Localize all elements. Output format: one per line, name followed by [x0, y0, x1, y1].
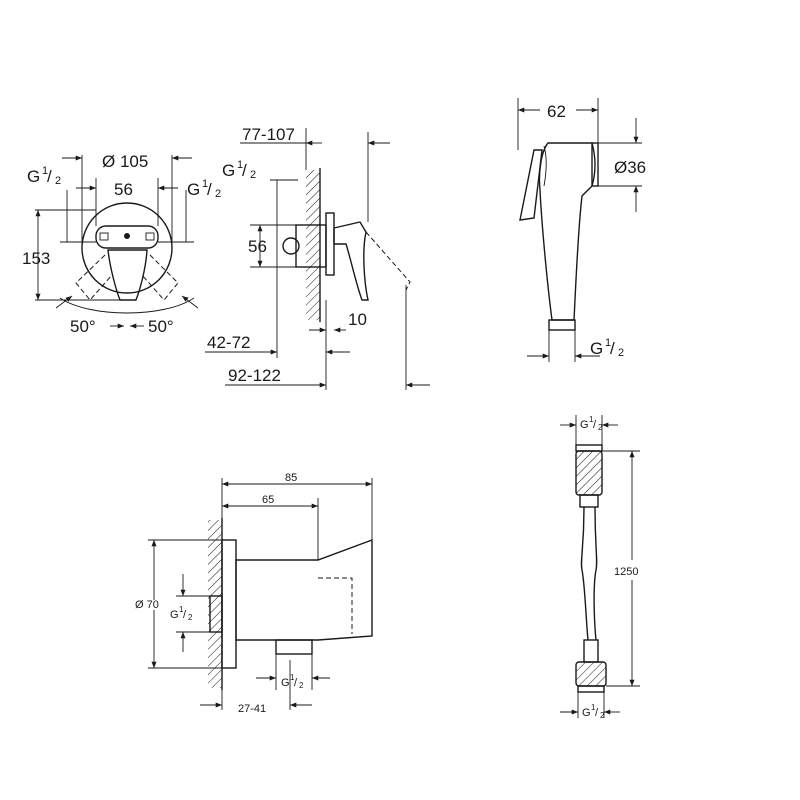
svg-text:/: /: [183, 609, 187, 621]
wall-hatch-outlet: [208, 520, 222, 688]
mixer-front-view: Ø 105 56 153 50° 50° G 1 / 2 G 1 / 2: [22, 152, 221, 336]
dim-depth-92-122: 92-122: [228, 366, 281, 385]
hose-bottom-sleeve: [583, 639, 599, 663]
indicator-cold-icon: [145, 232, 155, 241]
mixer-lever: [107, 249, 148, 301]
svg-text:/: /: [242, 161, 247, 180]
swing-left-dash: [75, 254, 113, 301]
rosette-side: [325, 212, 335, 276]
swing-right-dash: [141, 254, 179, 301]
thread-label-shower: G 1 / 2: [590, 337, 624, 359]
hand-shower-view: 62 Ø36 G 1 / 2: [517, 98, 646, 362]
trigger-lever: [519, 149, 543, 221]
outlet-nipple: [282, 237, 300, 255]
outlet-body: [235, 538, 373, 641]
dim-offset-10: 10: [348, 310, 367, 329]
dim-depth-42-72: 42-72: [207, 333, 250, 352]
svg-text:1: 1: [237, 159, 243, 171]
dim-length-62: 62: [547, 102, 566, 121]
dim-angle-right: 50°: [148, 317, 174, 336]
svg-text:2: 2: [215, 188, 221, 200]
thread-label-hose-top: G 1 / 2: [580, 415, 603, 432]
dim-height-56: 56: [248, 237, 267, 256]
mixer-side-view: 77-107 G 1 / 2 56 10 42-72 92-122: [205, 125, 430, 390]
spray-face: [591, 142, 599, 187]
thread-label-left: G 1 / 2: [27, 165, 61, 187]
hose-bottom-grip: [575, 661, 607, 687]
swing-arc: [59, 297, 195, 314]
hose-view: G 1 / 2 1250 G 1 / 2: [560, 415, 640, 720]
thread-label-hose-bottom: G 1 / 2: [582, 703, 605, 720]
svg-text:/: /: [610, 339, 615, 358]
svg-text:G: G: [222, 161, 235, 180]
svg-text:G: G: [170, 609, 179, 621]
svg-text:G: G: [582, 707, 591, 719]
dim-depth-27-41: 27-41: [238, 703, 266, 715]
dim-width-85: 85: [285, 472, 297, 484]
dim-diameter-70: Ø 70: [135, 599, 159, 611]
dim-diameter-105: Ø 105: [102, 152, 148, 171]
svg-text:1: 1: [591, 703, 596, 712]
lever-side: [333, 221, 369, 301]
dim-width-56: 56: [114, 180, 133, 199]
svg-text:1: 1: [179, 605, 184, 614]
dim-height-153: 153: [22, 249, 50, 268]
svg-text:2: 2: [299, 681, 304, 690]
svg-text:1: 1: [42, 165, 48, 177]
lever-swing-dash: [365, 231, 411, 291]
svg-text:G: G: [281, 677, 290, 689]
svg-text:2: 2: [598, 423, 603, 432]
holder-dash: [318, 577, 353, 634]
thread-label-outlet-bottom: G 1 / 2: [281, 673, 304, 690]
indicator-hot-icon: [99, 232, 109, 241]
outlet-thread-in: [209, 595, 223, 633]
thread-label-side: G 1 / 2: [222, 159, 256, 181]
svg-text:G: G: [187, 180, 200, 199]
svg-text:1: 1: [202, 178, 208, 190]
svg-text:/: /: [595, 707, 599, 719]
dim-angle-left: 50°: [70, 317, 96, 336]
svg-text:1: 1: [605, 337, 611, 349]
hose-top-grip: [575, 450, 603, 496]
svg-text:2: 2: [55, 175, 61, 187]
wall-outlet-view: 85 65 Ø 70 G 1 / 2 G 1 / 2 27-41: [135, 472, 373, 715]
svg-text:1: 1: [589, 415, 594, 424]
dim-depth-77-107: 77-107: [242, 125, 295, 144]
dim-diameter-36: Ø36: [614, 158, 646, 177]
thread-label-right: G 1 / 2: [187, 178, 221, 200]
hose-top-nut: [575, 444, 603, 452]
cartridge-cap: [95, 225, 159, 249]
wall-hatch: [306, 170, 320, 320]
outlet-rosette: [221, 539, 237, 669]
svg-text:2: 2: [250, 169, 256, 181]
hose-top-sleeve: [579, 494, 599, 508]
svg-text:G: G: [580, 419, 589, 431]
svg-text:2: 2: [188, 613, 193, 622]
svg-text:/: /: [294, 677, 298, 689]
svg-text:/: /: [593, 419, 597, 431]
svg-text:/: /: [47, 167, 52, 186]
center-dot: [124, 233, 130, 239]
thread-label-outlet-left: G 1 / 2: [170, 605, 193, 622]
dim-width-65: 65: [262, 494, 274, 506]
hose-right-edge: [593, 506, 598, 641]
svg-text:/: /: [207, 180, 212, 199]
shower-connector: [548, 319, 576, 331]
svg-text:1: 1: [290, 673, 295, 682]
hose-bottom-nut: [577, 685, 605, 693]
hand-shower-body: [538, 142, 596, 321]
dim-length-1250: 1250: [614, 566, 638, 578]
svg-text:2: 2: [600, 711, 605, 720]
svg-text:G: G: [590, 339, 603, 358]
hose-left-edge: [580, 506, 589, 641]
svg-text:G: G: [27, 167, 40, 186]
outlet-thread-out: [275, 639, 313, 655]
svg-text:2: 2: [618, 347, 624, 359]
